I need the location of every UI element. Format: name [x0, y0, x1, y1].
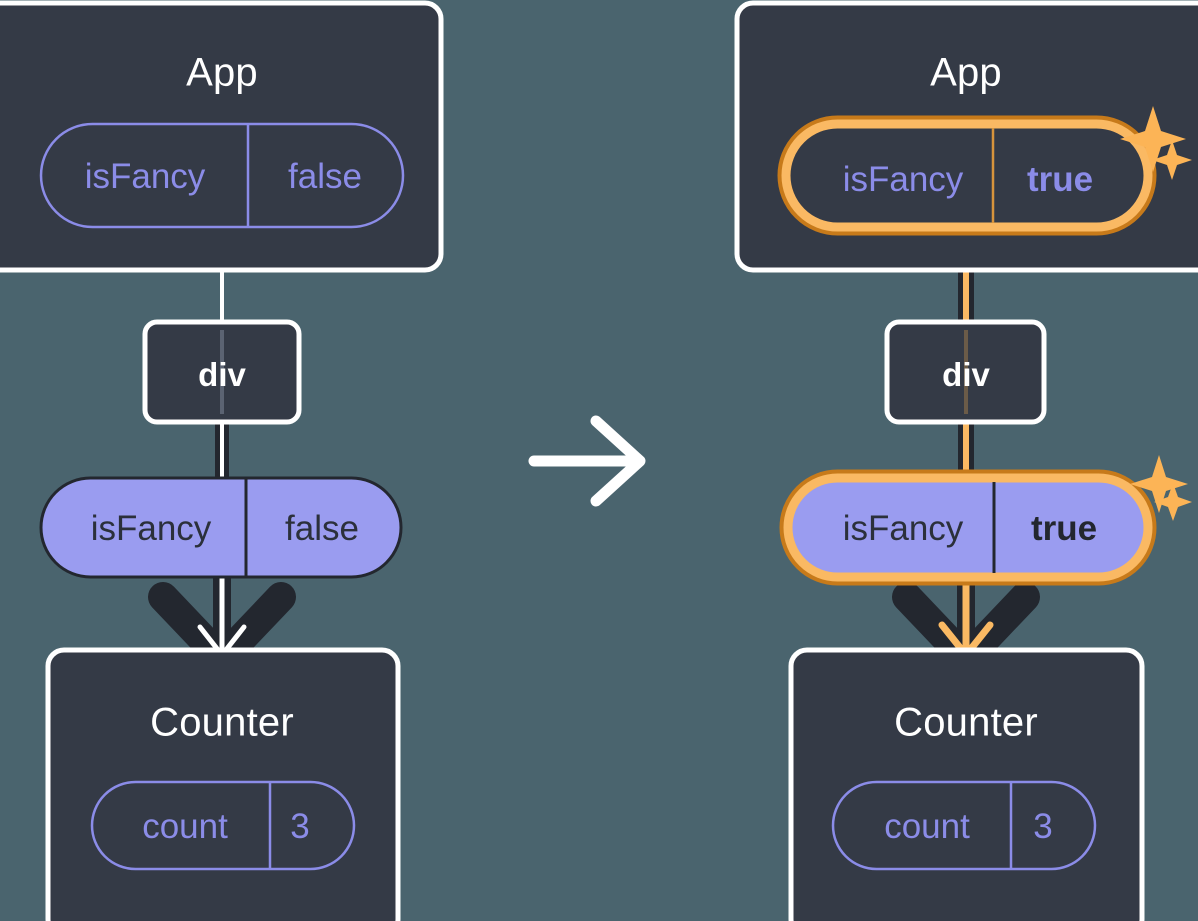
sparkle-large-icon	[1130, 455, 1188, 513]
app-state-pill-right	[777, 115, 1157, 236]
sparkle-group-app-right	[1120, 106, 1192, 180]
div-box-left	[142, 319, 302, 425]
transition-arrow-icon	[528, 415, 646, 507]
prop-pill-left	[39, 476, 403, 579]
app-box-left	[0, 0, 444, 273]
counter-box-left	[45, 647, 401, 921]
sparkle-large-icon	[1120, 106, 1186, 172]
sparkle-small-icon	[1154, 483, 1192, 521]
app-state-pill-left	[39, 122, 405, 229]
prop-pill-right	[779, 469, 1157, 586]
div-box-right	[884, 319, 1047, 425]
sparkle-small-icon	[1152, 140, 1192, 180]
counter-box-right	[788, 647, 1145, 921]
sparkle-group-prop-right	[1130, 455, 1192, 521]
